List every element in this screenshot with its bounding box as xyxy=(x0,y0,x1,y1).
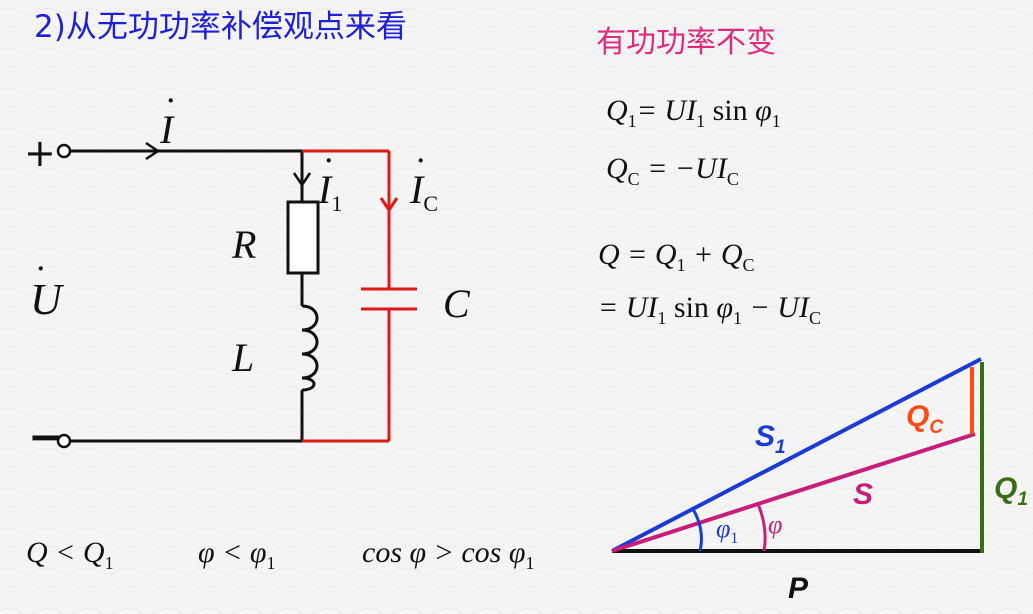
equation-qc: QC = −UIC xyxy=(606,152,739,189)
minus-terminal-dot xyxy=(56,433,72,449)
current-arrow-capacitor xyxy=(379,197,399,213)
q1-label: Q1 xyxy=(994,472,1028,510)
comparison-phi: φ < φ1 xyxy=(198,536,276,573)
s1-side xyxy=(611,357,982,553)
qc-label: QC xyxy=(906,400,944,438)
subtitle-active-power-unchanged: 有功功率不变 xyxy=(596,25,776,60)
current-branch1-label: I1 xyxy=(318,152,342,215)
minus-terminal-label: − xyxy=(28,412,64,461)
phi-label: φ xyxy=(768,510,783,539)
current-total-label: I xyxy=(160,92,178,150)
comparison-q: Q < Q1 xyxy=(26,536,114,573)
phi1-arc xyxy=(691,508,703,552)
resistor-label: R xyxy=(232,222,257,267)
capacitor-label: C xyxy=(443,281,470,326)
s1-label: S1 xyxy=(755,420,786,458)
current-arrow-total xyxy=(145,141,161,161)
slide-title: 2)从无功功率补偿观点来看 xyxy=(34,9,407,45)
p-label: P xyxy=(788,572,809,605)
equation-q1: Q1= UI1 sin φ1 xyxy=(606,94,781,131)
voltage-label: U xyxy=(30,260,62,322)
phi-arc xyxy=(756,503,767,552)
current-arrow-branch1 xyxy=(292,172,312,188)
inductor-symbol xyxy=(301,304,319,392)
s-label: S xyxy=(853,478,874,511)
resistor-symbol xyxy=(286,200,320,275)
plus-terminal-label: + xyxy=(24,131,56,175)
equation-q-expanded: = UI1 sin φ1 − UIC xyxy=(598,291,821,328)
equation-q-total: Q = Q1 + QC xyxy=(598,238,755,275)
current-capacitor-label: IC xyxy=(410,152,438,215)
phi1-label: φ1 xyxy=(716,514,739,547)
s-side xyxy=(611,432,976,553)
comparison-cos: cos φ > cos φ1 xyxy=(362,536,535,573)
inductor-label: L xyxy=(232,335,255,380)
plus-terminal-dot xyxy=(56,143,72,159)
